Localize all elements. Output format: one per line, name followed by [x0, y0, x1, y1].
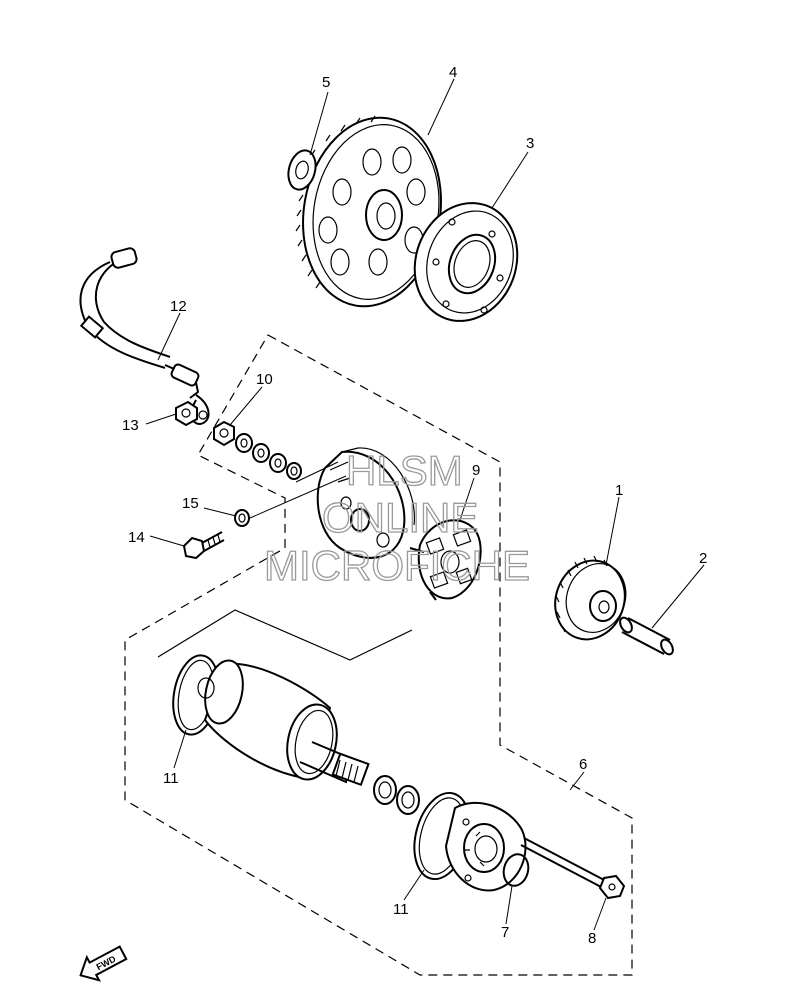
brush-holder — [409, 519, 482, 601]
starter-motor-yoke — [197, 659, 370, 787]
callout-3: 3 — [526, 135, 534, 152]
through-bolt — [520, 837, 626, 900]
watermark-line-1: HLSM — [346, 447, 463, 494]
leader-lines — [145, 78, 705, 931]
one-way-clutch — [413, 202, 519, 322]
watermark-line-2: ONLINE — [322, 494, 478, 541]
nut-washer-stack — [213, 420, 302, 480]
front-cover — [444, 801, 527, 892]
callout-4: 4 — [449, 64, 457, 81]
starter-cable — [79, 247, 210, 426]
callout-1: 1 — [615, 482, 623, 499]
callout-11-lower: 11 — [393, 901, 409, 918]
callout-6: 6 — [579, 756, 587, 773]
callouts: 5 4 3 12 10 13 9 15 14 1 2 6 11 11 7 8 — [122, 64, 707, 947]
o-ring-small — [502, 853, 530, 887]
washer-part-5 — [287, 149, 317, 191]
callout-14: 14 — [128, 529, 145, 546]
starter-wheel-gear — [295, 115, 442, 308]
callout-5: 5 — [322, 74, 330, 91]
callout-2: 2 — [699, 550, 707, 567]
inner-bracket — [157, 609, 413, 661]
bolt-part-14 — [182, 531, 225, 560]
washer-part-15 — [234, 509, 250, 527]
idler-gear — [554, 555, 627, 641]
callout-11-upper: 11 — [163, 770, 179, 787]
watermark: HLSM ONLINE MICROFICHE — [263, 446, 530, 589]
callout-13: 13 — [122, 417, 139, 434]
callout-12: 12 — [170, 298, 187, 315]
idler-shaft — [619, 616, 674, 656]
callout-9: 9 — [472, 462, 480, 479]
fwd-arrow-icon: FWD — [79, 945, 128, 982]
callout-10: 10 — [256, 371, 273, 388]
callout-15: 15 — [182, 495, 199, 512]
armature-washers — [373, 775, 420, 815]
watermark-line-3: MICROFICHE — [264, 542, 530, 589]
assembly-boundary-upper — [124, 334, 633, 976]
callout-8: 8 — [588, 930, 596, 947]
callout-7: 7 — [501, 924, 509, 941]
nut-part-13 — [175, 400, 198, 427]
